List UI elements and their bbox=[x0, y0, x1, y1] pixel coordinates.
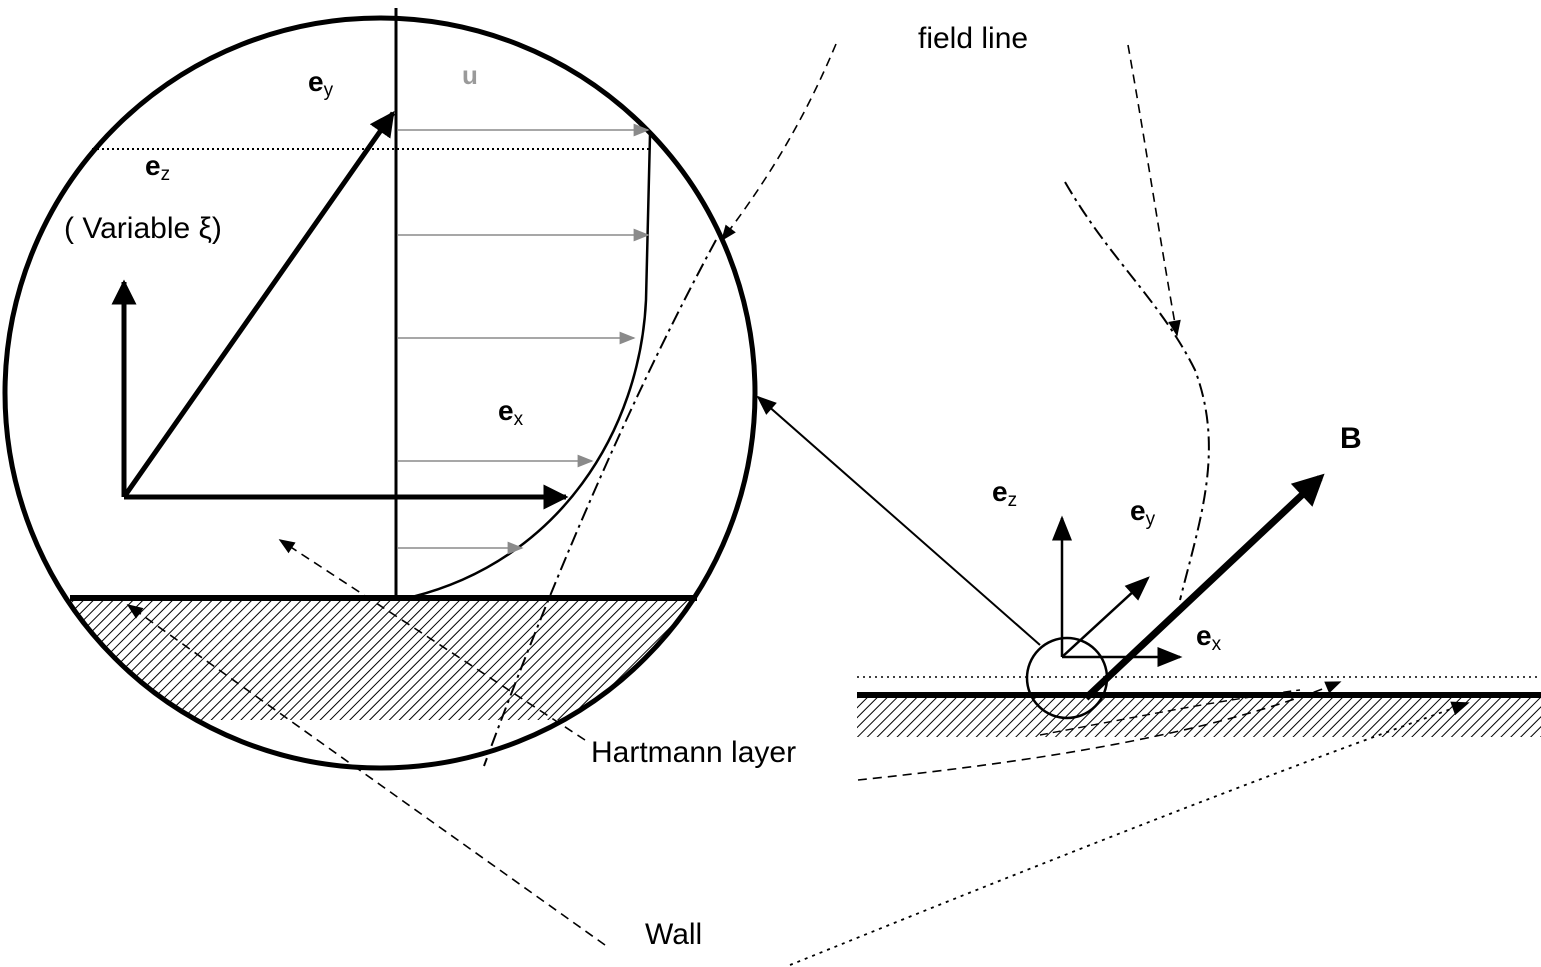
magnetic-field-arrow bbox=[1083, 473, 1325, 701]
global-axis-ey bbox=[1061, 576, 1150, 658]
velocity-u-label: u bbox=[462, 60, 478, 90]
zoom-ex-label: ex bbox=[498, 395, 524, 430]
zoom-axis-ey bbox=[121, 110, 396, 499]
global-field-leader bbox=[1127, 44, 1181, 337]
wall-label: Wall bbox=[645, 918, 703, 951]
wall-dotted-leader bbox=[789, 701, 1470, 966]
velocity-arrows bbox=[398, 123, 650, 555]
global-field-line bbox=[1064, 181, 1210, 601]
magnetic-field-label: B bbox=[1340, 422, 1362, 455]
zoom-ez-label: ez bbox=[145, 150, 171, 185]
field-line-leader bbox=[721, 43, 837, 242]
variable-xi-label: ( Variable ξ) bbox=[64, 212, 222, 245]
zoom-circle-group bbox=[2, 8, 758, 771]
global-dashed-curve bbox=[1039, 689, 1301, 736]
zoom-circle bbox=[2, 15, 758, 771]
global-ez-label: ez bbox=[992, 476, 1018, 511]
global-wall-hatch bbox=[857, 697, 1541, 737]
zoom-ey-label: ey bbox=[308, 66, 334, 101]
zoom-pointer-arrow bbox=[756, 395, 1041, 646]
global-view-group bbox=[789, 44, 1541, 966]
global-ex-label: ex bbox=[1196, 620, 1222, 655]
hartmann-leader bbox=[857, 681, 1342, 781]
global-ey-label: ey bbox=[1130, 495, 1156, 530]
wall-leader bbox=[126, 604, 606, 946]
zoom-dashed-diag bbox=[278, 539, 586, 741]
field-line-label: field line bbox=[918, 22, 1029, 55]
velocity-profile-curve bbox=[411, 134, 652, 599]
hartmann-layer-label: Hartmann layer bbox=[591, 736, 797, 769]
